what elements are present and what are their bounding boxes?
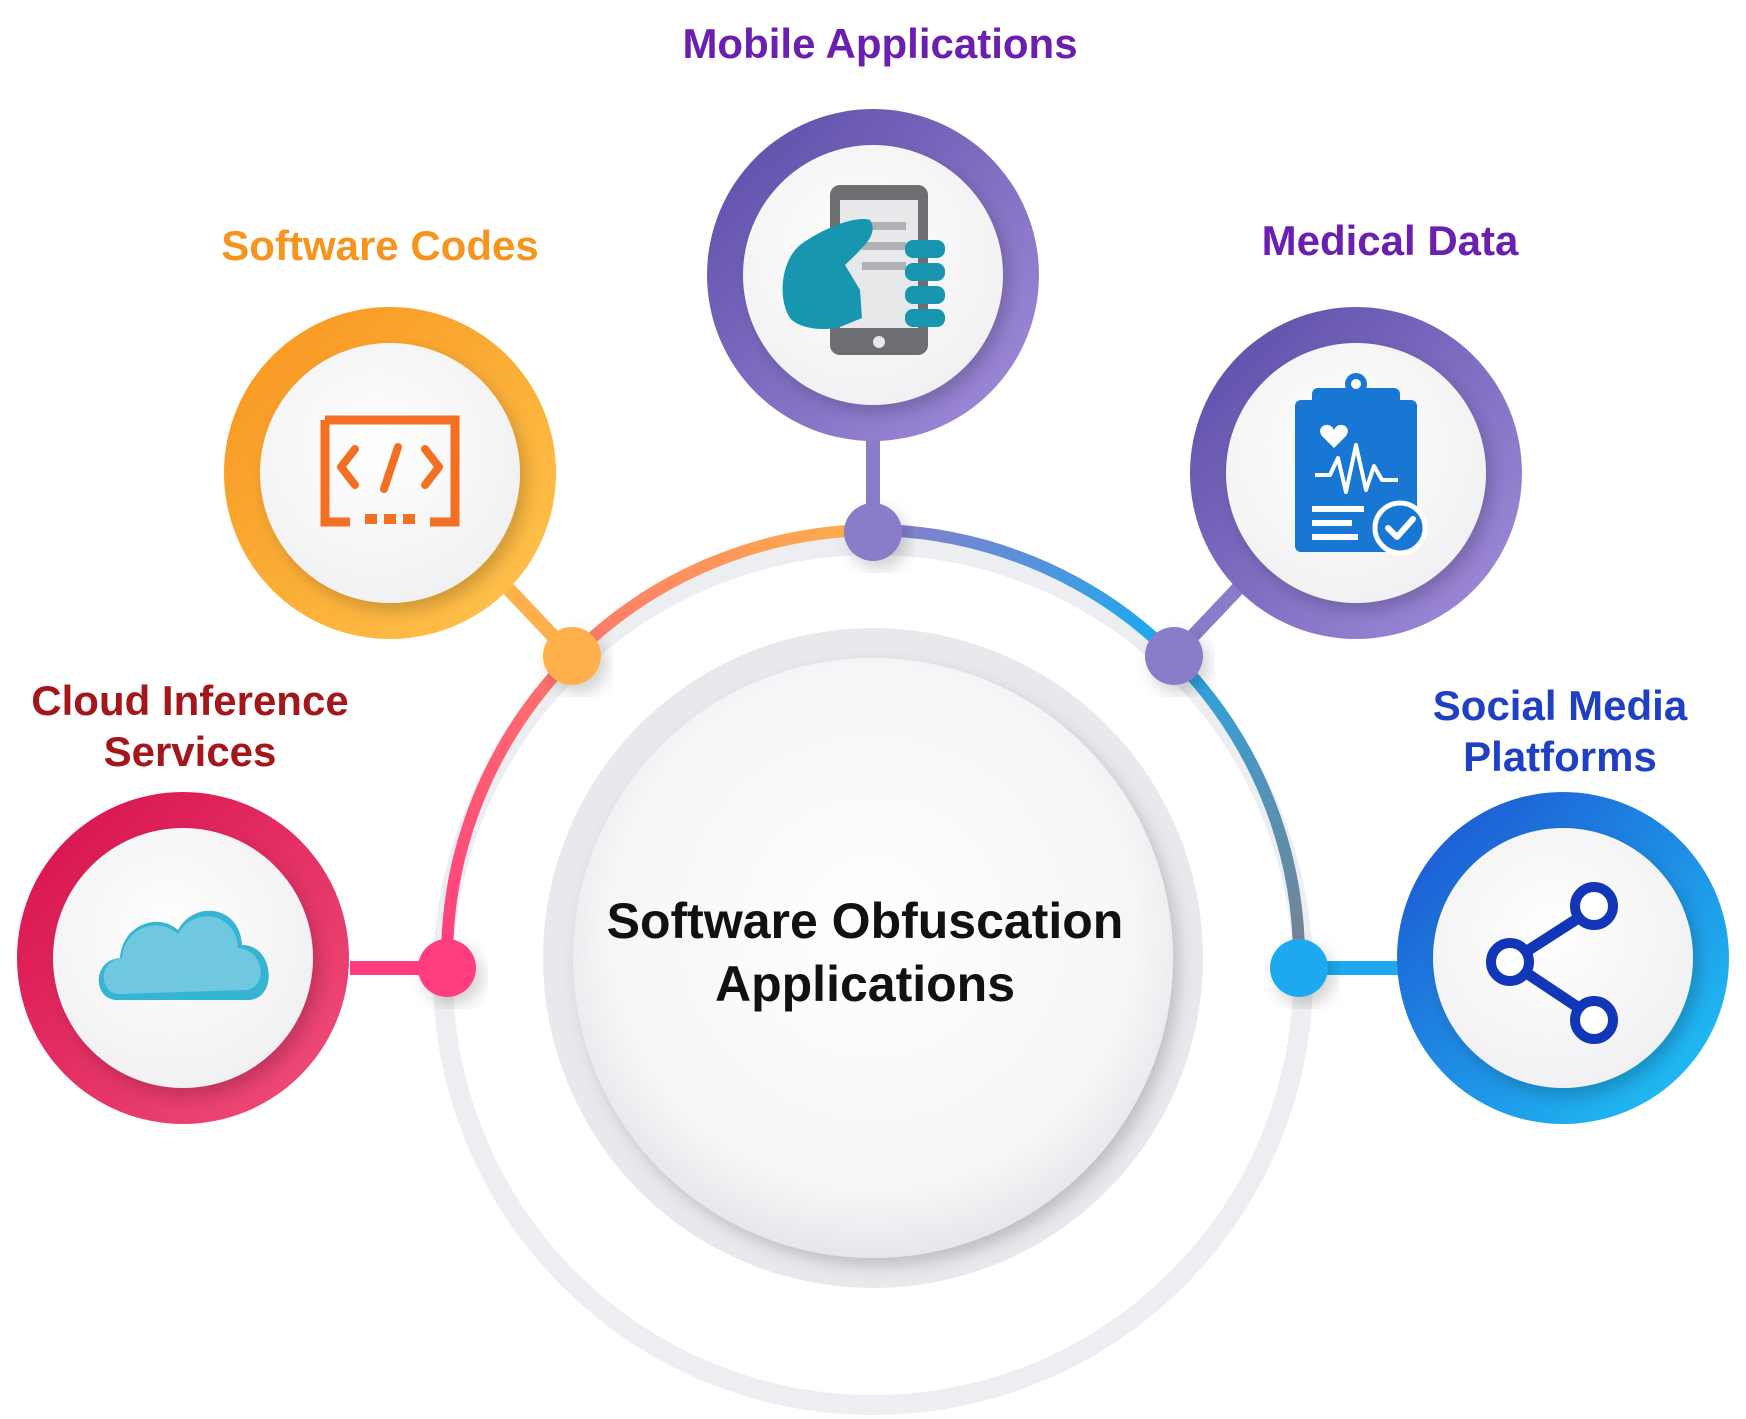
medical-clipboard-icon: [1295, 373, 1428, 556]
label-software-codes: Software Codes: [180, 220, 580, 271]
label-cloud-inference-services: Cloud Inference Services: [0, 675, 380, 777]
hand-holding-phone-icon: [782, 185, 945, 355]
label-cloud-line1: Cloud Inference: [31, 677, 349, 724]
node-social: [1397, 792, 1729, 1124]
center-title-line1: Software Obfuscation: [606, 893, 1124, 949]
label-medical-data: Medical Data: [1190, 215, 1590, 266]
label-mobile-line1: Mobile Applications: [682, 20, 1078, 67]
cloud-icon: [98, 910, 269, 1000]
label-medical-line1: Medical Data: [1261, 217, 1519, 264]
center-title-line2: Applications: [714, 955, 1016, 1012]
center-title: Software Obfuscation Applications: [540, 890, 1190, 1015]
dot-cloud: [418, 939, 476, 997]
dot-mobile: [844, 503, 902, 561]
label-social-line2: Platforms: [1463, 733, 1657, 781]
dot-software: [543, 627, 601, 685]
dot-medical: [1145, 627, 1203, 685]
label-social-line1: Social Media: [1432, 682, 1688, 729]
label-software-line1: Software Codes: [221, 222, 539, 269]
label-cloud-line2: Services: [103, 728, 277, 776]
label-social-media-platforms: Social Media Platforms: [1380, 680, 1740, 782]
code-window-icon: [320, 415, 460, 527]
share-icon: [1486, 882, 1618, 1044]
center-disk: [573, 658, 1173, 1258]
label-mobile-applications: Mobile Applications: [600, 18, 1160, 69]
dot-social: [1270, 939, 1328, 997]
